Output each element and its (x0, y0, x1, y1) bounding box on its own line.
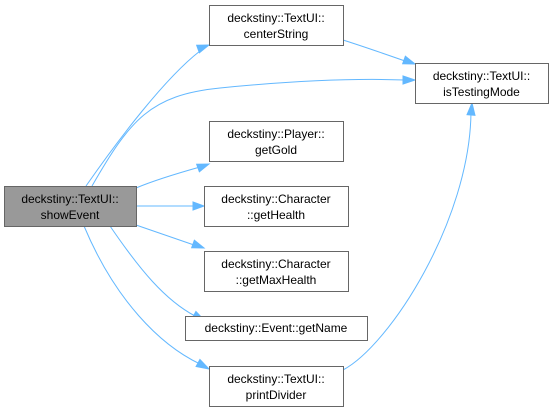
edge-centerString-to-isTestingMode (342, 39, 417, 65)
node-label-line1: deckstiny::Character (221, 257, 330, 271)
edge-showEvent-to-isTestingMode (91, 75, 417, 187)
node-printDivider[interactable]: deckstiny::TextUI::printDivider (209, 366, 344, 407)
node-label-line2: ::getHealth (247, 208, 305, 222)
edge-arrowhead (466, 101, 476, 116)
node-box (209, 5, 344, 46)
node-box (4, 186, 137, 227)
edge-line (135, 224, 195, 246)
node-label-line2: centerString (244, 27, 309, 41)
node-label-line1: deckstiny::Character (221, 192, 330, 206)
edge-arrowhead (190, 239, 206, 249)
node-box (209, 121, 344, 162)
edge-showEvent-to-printDivider (83, 225, 211, 370)
edge-showEvent-to-centerString (85, 44, 211, 187)
edge-arrowhead (401, 55, 417, 65)
node-getName[interactable]: deckstiny::Event::getName (185, 316, 368, 341)
node-showEvent: deckstiny::TextUI::showEvent (4, 186, 137, 227)
node-box (209, 366, 344, 407)
edge-showEvent-to-getGold (135, 163, 211, 189)
edge-arrowhead (195, 44, 211, 54)
node-getMaxHealth[interactable]: deckstiny::Character::getMaxHealth (204, 251, 349, 292)
node-label-line2: showEvent (41, 208, 100, 222)
node-getHealth[interactable]: deckstiny::Character::getHealth (204, 186, 349, 227)
edge-arrowhead (192, 201, 206, 211)
edge-showEvent-to-getMaxHealth (135, 224, 206, 249)
node-label-line2: printDivider (246, 388, 307, 402)
edge-line (85, 50, 201, 187)
node-label-line1: deckstiny::TextUI:: (227, 372, 324, 386)
node-box (185, 316, 368, 341)
edge-line (135, 166, 201, 189)
node-centerString[interactable]: deckstiny::TextUI::centerString (209, 5, 344, 46)
edge-line (342, 111, 472, 371)
node-isTestingMode[interactable]: deckstiny::TextUI::isTestingMode (415, 63, 549, 104)
node-label-line1: deckstiny::Event::getName (205, 321, 348, 335)
edge-arrowhead (402, 75, 417, 85)
edge-line (91, 78, 406, 187)
node-label-line2: isTestingMode (443, 85, 520, 99)
node-box (204, 186, 349, 227)
edge-arrowhead (195, 163, 211, 173)
node-label-line2: getGold (255, 143, 297, 157)
node-box (204, 251, 349, 292)
edge-showEvent-to-getName (109, 225, 207, 322)
edge-showEvent-to-getHealth (136, 201, 206, 211)
edge-printDivider-to-isTestingMode (342, 101, 476, 371)
node-label-line1: deckstiny::TextUI:: (21, 192, 118, 206)
node-box (415, 63, 549, 104)
node-label-line2: ::getMaxHealth (236, 273, 317, 287)
edge-line (342, 39, 406, 62)
edge-arrowhead (195, 358, 211, 370)
node-getGold[interactable]: deckstiny::Player::getGold (209, 121, 344, 162)
edge-line (109, 225, 196, 317)
edge-line (83, 225, 201, 365)
node-label-line1: deckstiny::Player:: (227, 127, 324, 141)
node-label-line1: deckstiny::TextUI:: (227, 11, 324, 25)
node-label-line1: deckstiny::TextUI:: (433, 69, 530, 83)
